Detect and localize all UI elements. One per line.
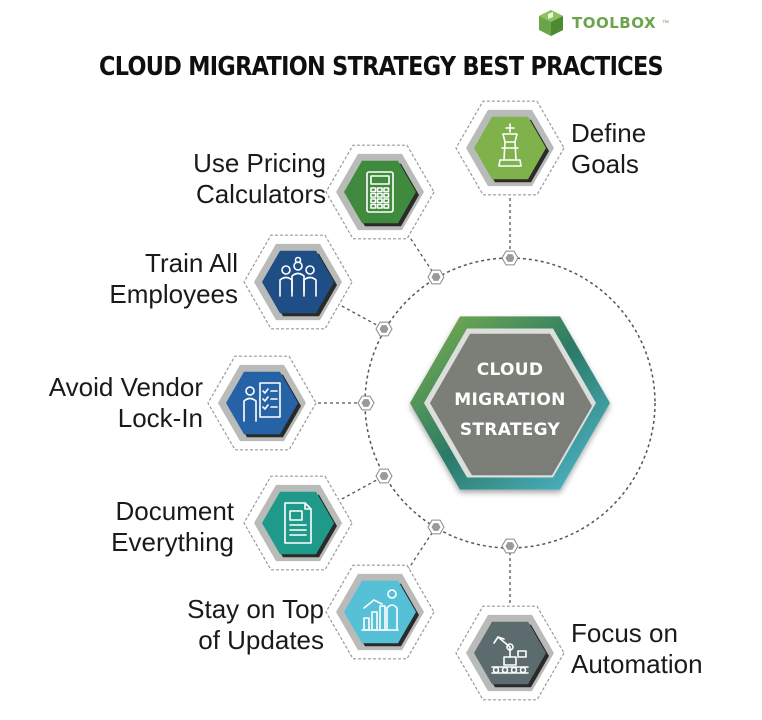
label-line: Avoid Vendor: [48, 372, 203, 402]
connector-line: [406, 526, 437, 571]
label-line: Everything: [111, 527, 234, 557]
ring-dot: [375, 321, 393, 337]
practice-node: [243, 234, 353, 330]
practice-node: [455, 100, 565, 196]
brand-name: TOOLBOX: [572, 14, 657, 32]
practice-node: [325, 564, 435, 660]
chess-king-icon: [498, 123, 522, 167]
ring-dot: [501, 538, 519, 554]
label-line: Lock-In: [117, 403, 203, 433]
label-train-all-employees: Train All Employees: [109, 248, 238, 310]
ring-dot: [427, 269, 445, 285]
label-line: Goals: [571, 149, 639, 179]
calculator-icon: [366, 171, 394, 213]
label-line: Stay on Top: [187, 594, 324, 624]
growth-chart-icon: [361, 589, 399, 631]
hub-line: MIGRATION: [454, 390, 566, 410]
ring-dot: [427, 519, 445, 535]
document-icon: [284, 502, 312, 544]
brand-logo: TOOLBOX ™: [536, 8, 669, 38]
practice-node: [243, 475, 353, 571]
orbit-ring: [364, 257, 656, 549]
label-document-everything: Document Everything: [111, 496, 234, 558]
contract-checklist-icon: [243, 382, 281, 422]
center-hub: [410, 316, 610, 490]
label-stay-on-top-of-updates: Stay on Top of Updates: [187, 594, 324, 656]
connector-line: [341, 305, 385, 330]
ring-dot: [357, 395, 375, 411]
connector-line: [406, 233, 437, 278]
page-title: CLOUD MIGRATION STRATEGY BEST PRACTICES: [99, 52, 664, 82]
center-hub-label: CLOUD MIGRATION STRATEGY: [430, 355, 590, 445]
label-line: Define: [571, 118, 647, 148]
practice-node: [325, 144, 435, 240]
label-avoid-vendor-lock-in: Avoid Vendor Lock-In: [49, 372, 203, 434]
ring-dot: [501, 250, 519, 266]
practice-node: [207, 355, 317, 451]
hub-core: [430, 333, 590, 473]
label-line: Focus on: [571, 618, 678, 648]
robot-arm-icon: [491, 636, 529, 674]
hub-line: STRATEGY: [459, 420, 561, 440]
hex-fill: [262, 250, 334, 314]
label-line: Automation: [571, 649, 703, 679]
cube-logo-icon: [539, 10, 563, 36]
ring-dot: [375, 468, 393, 484]
trademark-mark: ™: [662, 19, 670, 27]
label-line: Calculators: [195, 179, 326, 209]
practice-node: [455, 605, 565, 701]
hub-line: CLOUD: [476, 360, 544, 380]
label-line: Employees: [109, 279, 238, 309]
team-icon: [279, 256, 317, 297]
label-define-goals: Define Goals: [571, 118, 646, 180]
label-line: Document: [115, 496, 235, 526]
label-line: Use Pricing: [193, 148, 326, 178]
label-use-pricing-calculators: Use Pricing Calculators: [193, 148, 326, 210]
connector-line: [341, 475, 385, 500]
label-focus-on-automation: Focus on Automation: [571, 618, 703, 680]
label-line: Train All: [145, 248, 238, 278]
hex-fill: [262, 491, 334, 555]
label-line: of Updates: [198, 625, 324, 655]
